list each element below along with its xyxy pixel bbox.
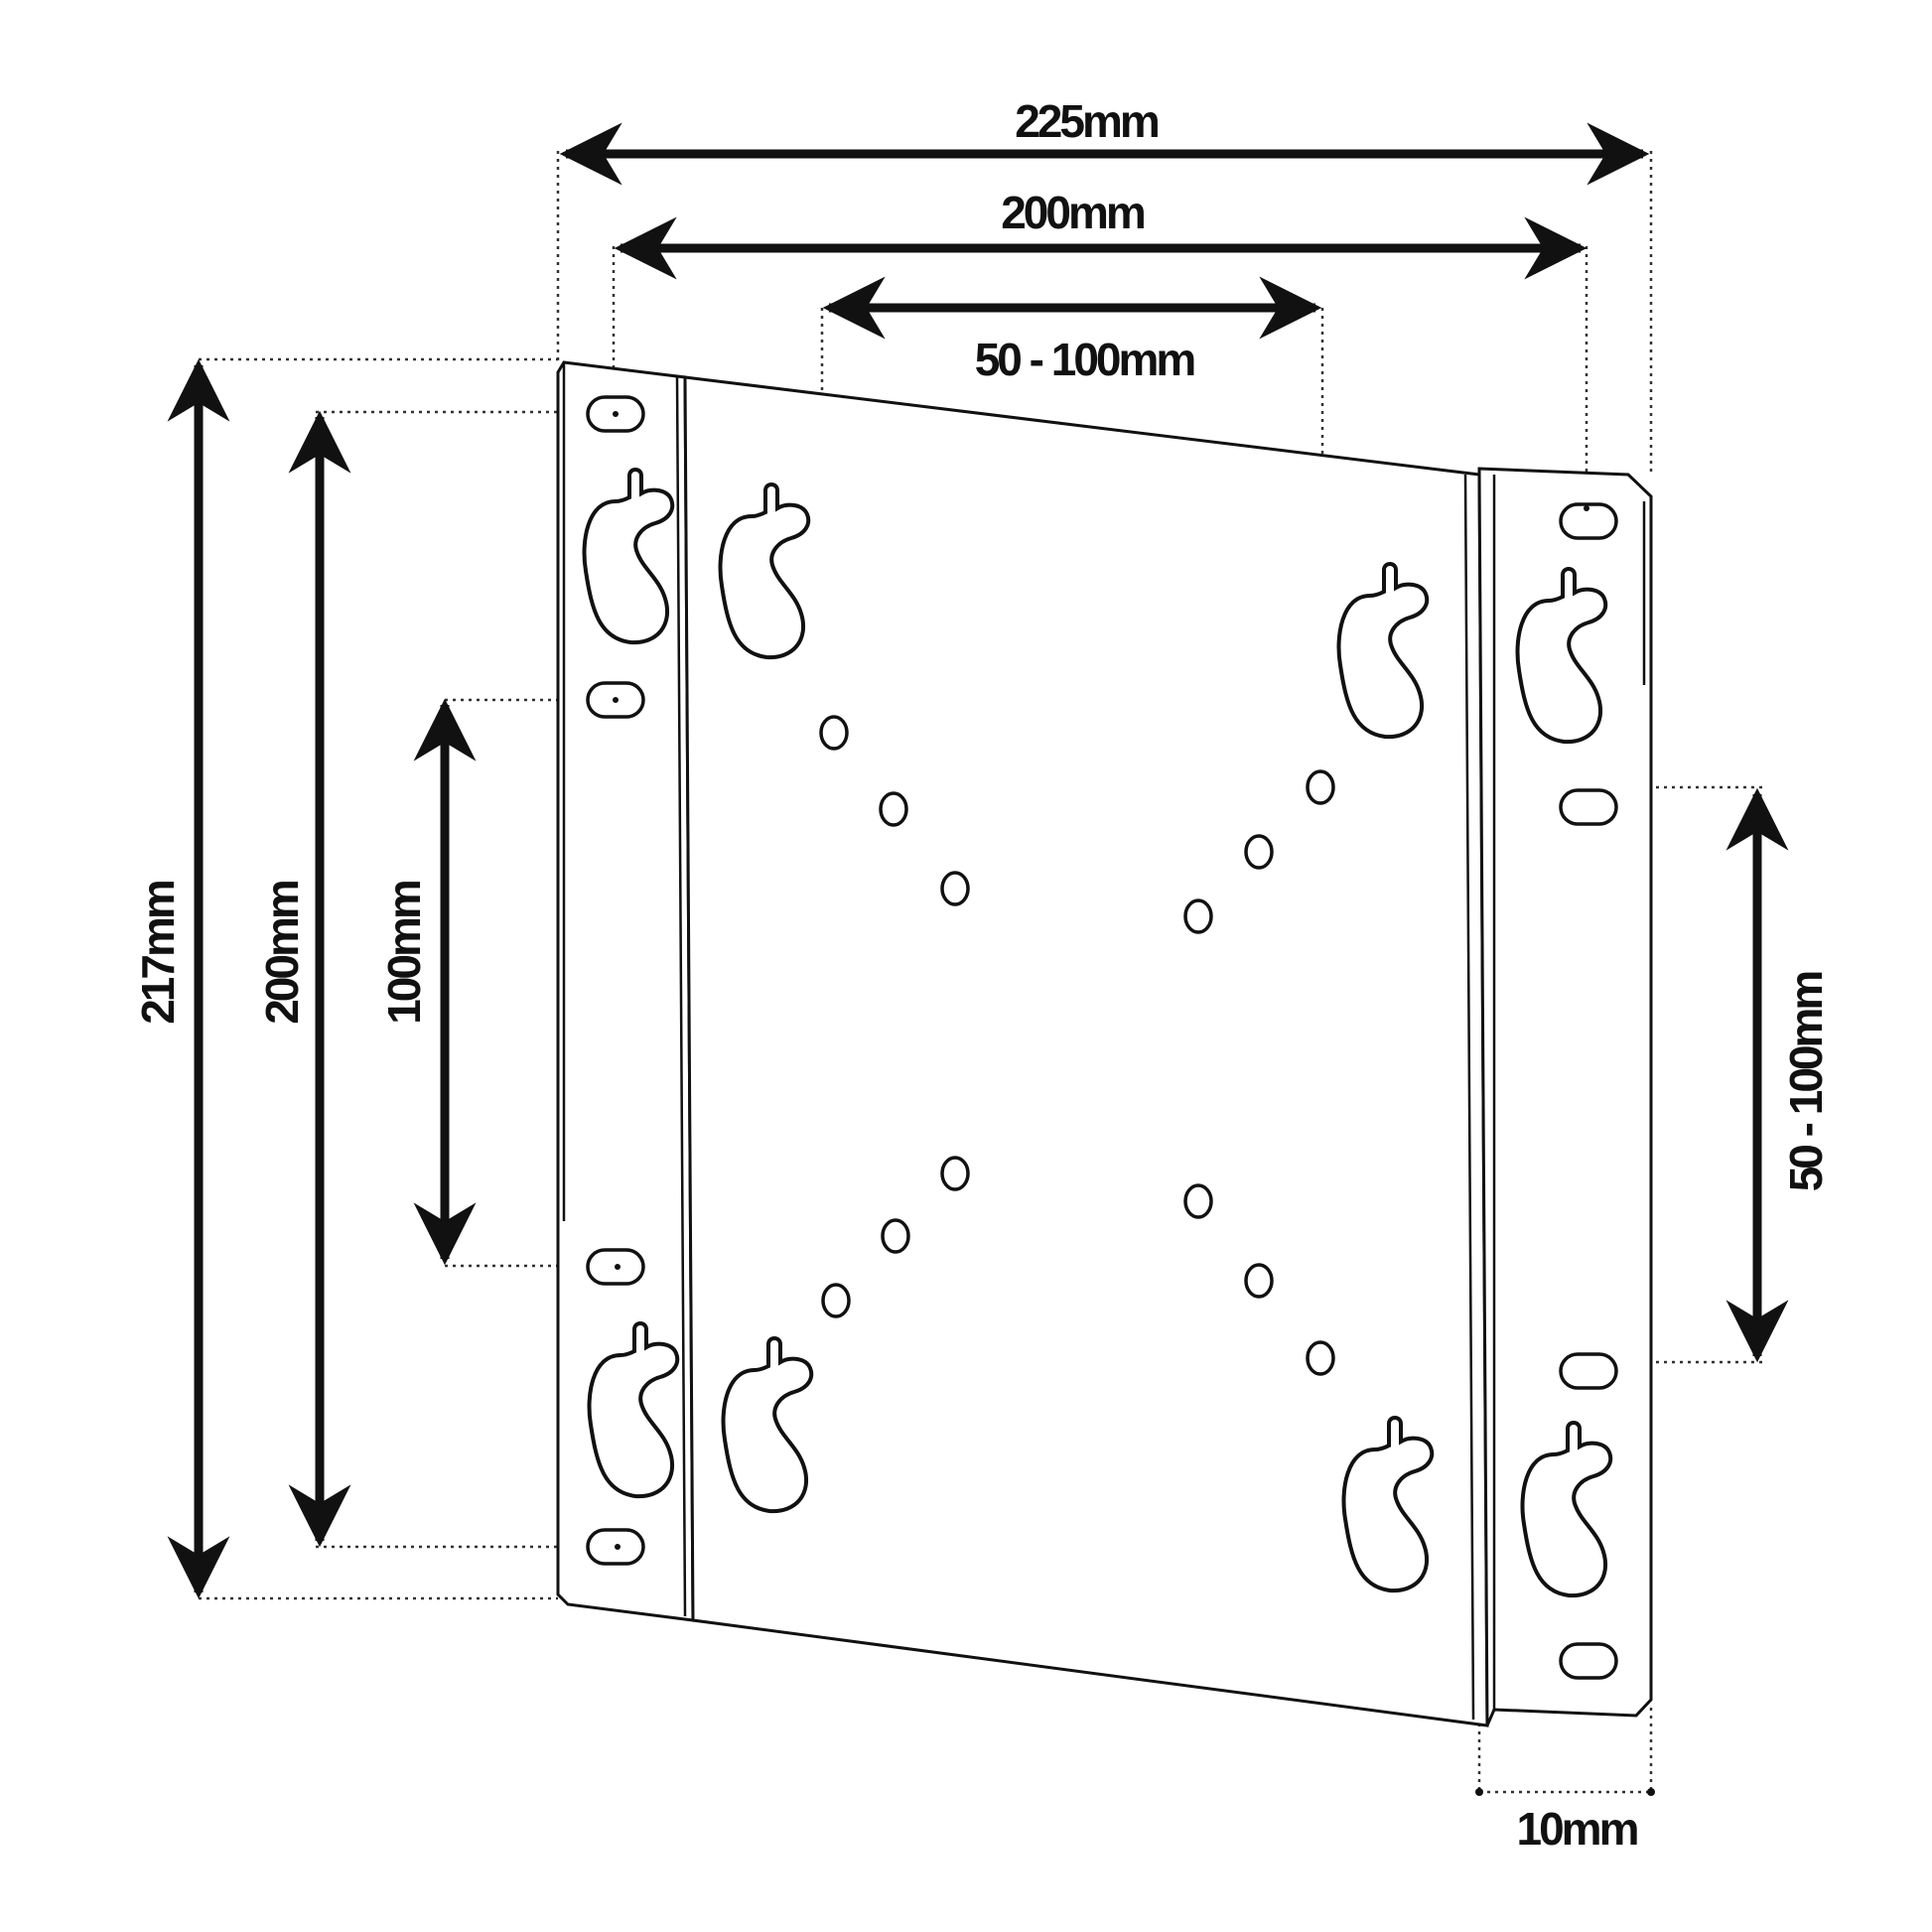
vesa-hole-icon (821, 1283, 851, 1318)
vesa-hole-icon (1183, 1183, 1213, 1219)
slot-right-bottom (1559, 1642, 1618, 1680)
label-depth: 10mm (1517, 1803, 1638, 1855)
label-width-overall: 225mm (1015, 95, 1159, 147)
slot-right-top (1559, 502, 1618, 540)
vesa-holes (819, 715, 1335, 1376)
label-width-vesa-range: 50 - 100mm (975, 334, 1195, 385)
vesa-hole-icon (1244, 834, 1274, 870)
dimension-arrows (167, 122, 1789, 1796)
label-height-hole-spacing: 200mm (256, 881, 308, 1025)
mounting-plate (556, 360, 1653, 1727)
vesa-hole-icon (1306, 1340, 1335, 1376)
label-height-slot-spacing: 100mm (378, 881, 430, 1025)
dimension-labels: 225mm 200mm 50 - 100mm 217mm 200mm 100mm… (132, 95, 1832, 1855)
vesa-hole-icon (1306, 769, 1335, 805)
slot-right-lower (1559, 1352, 1618, 1390)
label-height-vesa-range: 50 - 100mm (1780, 972, 1832, 1192)
right-plate-flange (1477, 467, 1653, 1726)
vesa-hole-icon (1183, 898, 1213, 934)
vesa-hole-icon (879, 791, 908, 827)
flange-slots (586, 395, 1618, 1680)
vesa-hole-icon (1244, 1263, 1274, 1299)
label-width-hole-spacing: 200mm (1001, 187, 1145, 238)
label-height-overall: 217mm (132, 881, 184, 1025)
vesa-hole-icon (940, 1156, 970, 1191)
vesa-hole-icon (940, 871, 970, 906)
vesa-hole-icon (881, 1218, 910, 1254)
vesa-hole-icon (819, 715, 849, 751)
slot-right-upper (1559, 788, 1618, 826)
